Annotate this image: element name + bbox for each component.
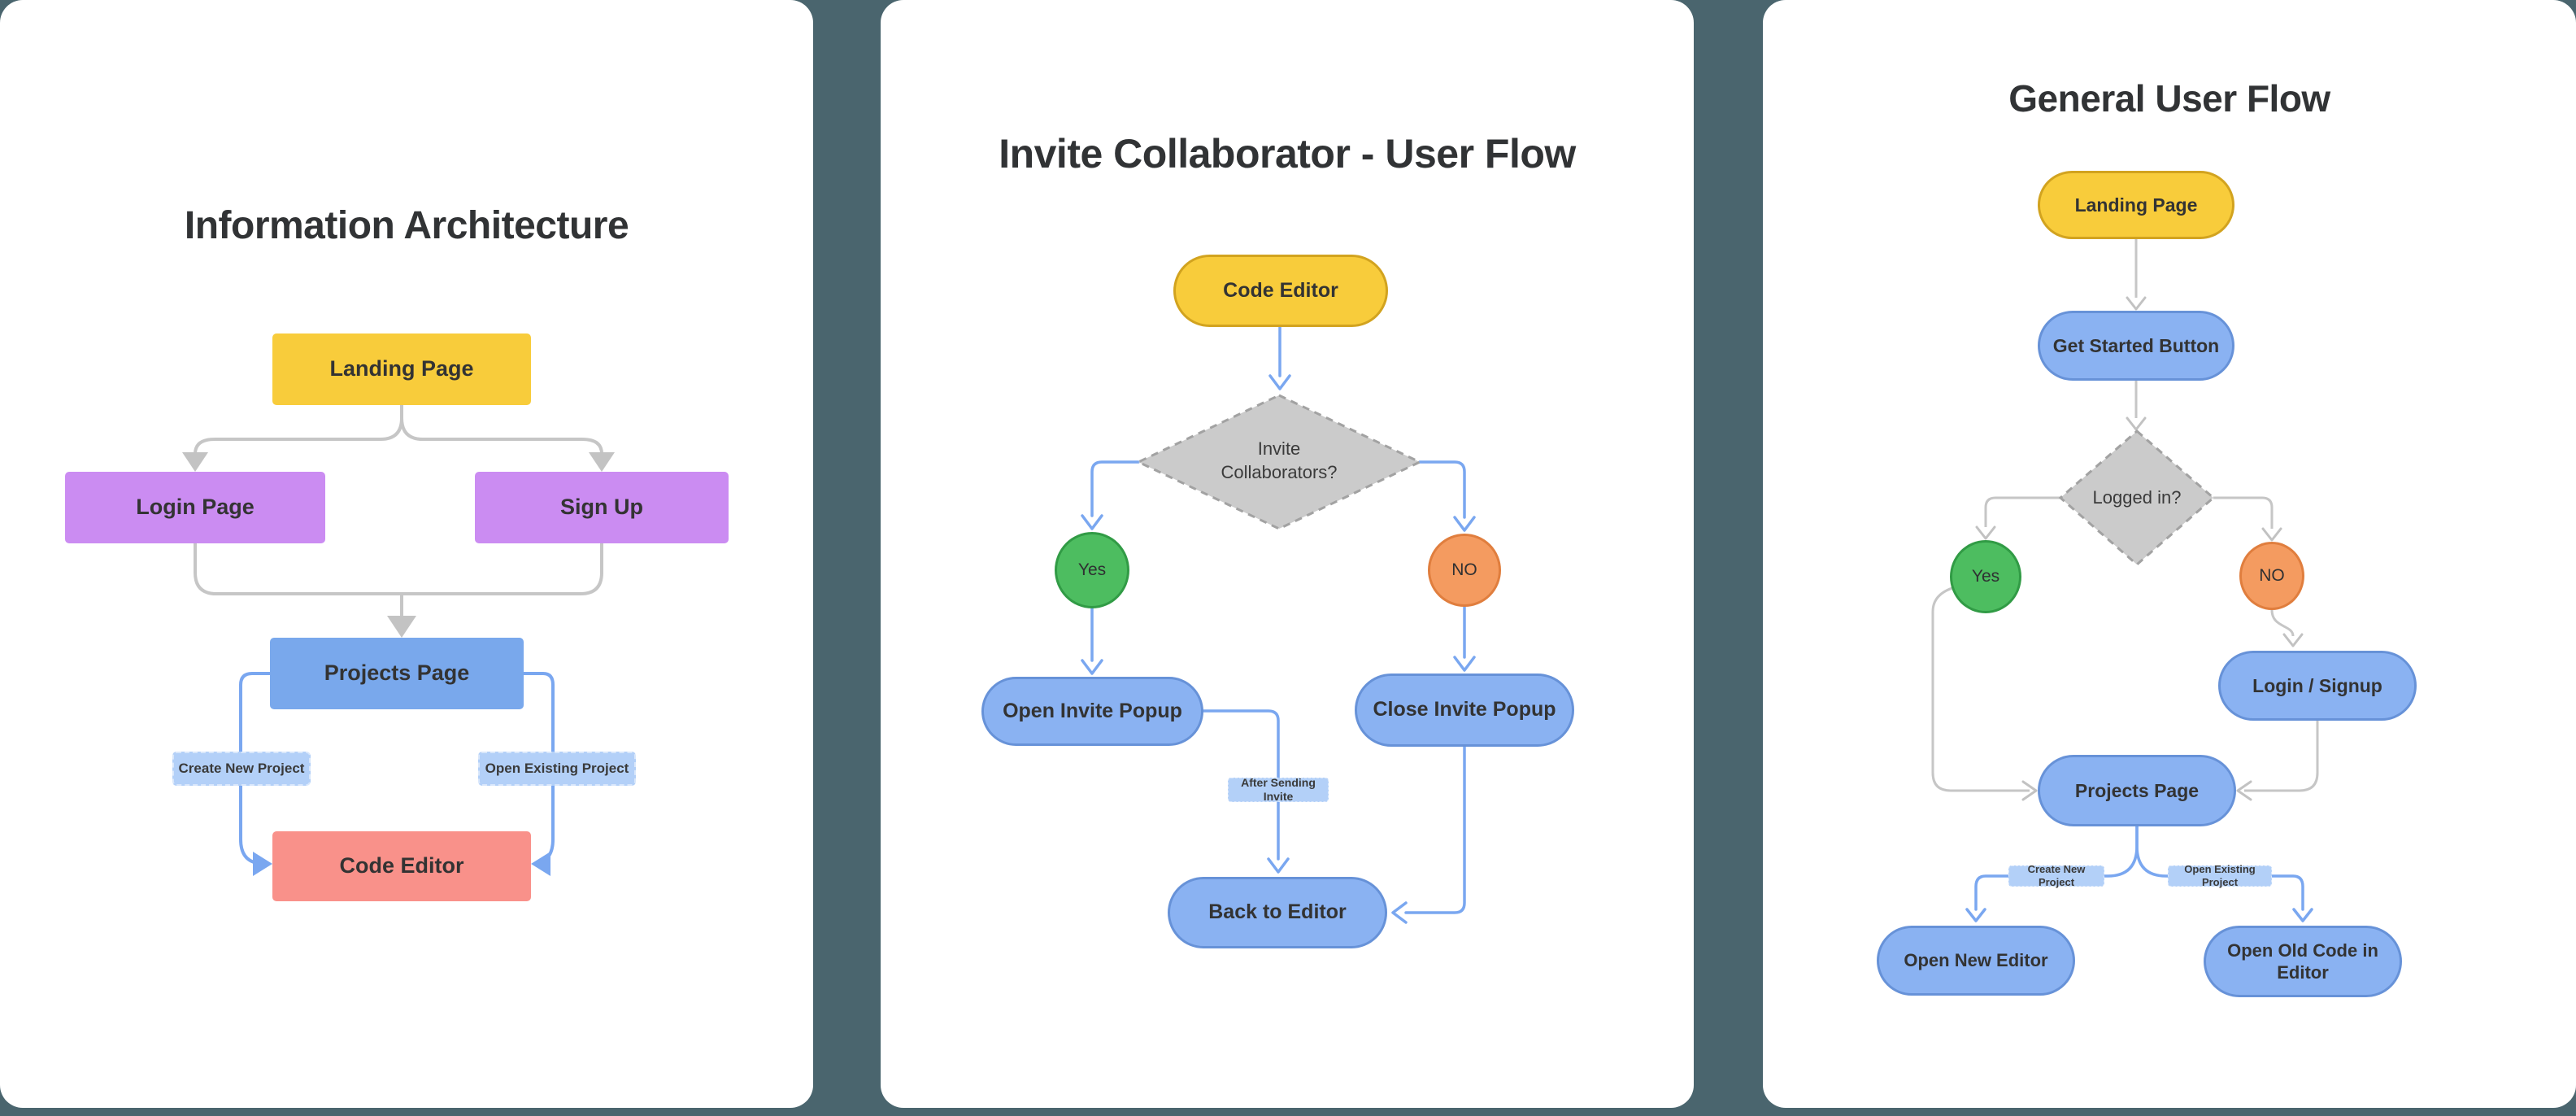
arrowhead-down bbox=[2292, 908, 2313, 922]
gray-connectors bbox=[182, 405, 615, 638]
node-open-new-editor[interactable]: Open New Editor bbox=[1877, 926, 2075, 996]
card-invite-collaborator-flow: Invite Collaborator - User Flow Code Edi… bbox=[881, 0, 1694, 1108]
arrowhead-down bbox=[182, 452, 208, 472]
node-open-invite-popup[interactable]: Open Invite Popup bbox=[981, 677, 1203, 746]
node-open-old-code-in-editor[interactable]: Open Old Code in Editor bbox=[2204, 926, 2402, 997]
node-get-started-button[interactable]: Get Started Button bbox=[2038, 311, 2234, 381]
node-back-to-editor[interactable]: Back to Editor bbox=[1168, 877, 1387, 948]
arrowhead-down bbox=[1453, 656, 1476, 672]
arrowhead-down bbox=[387, 616, 416, 638]
node-yes[interactable]: Yes bbox=[1950, 540, 2021, 613]
arrowhead-left bbox=[2236, 780, 2252, 801]
arrowhead-down bbox=[589, 452, 615, 472]
arrowhead-down bbox=[1267, 857, 1290, 874]
decision-diamond[interactable] bbox=[2058, 429, 2216, 566]
edge-label-open-existing-project[interactable]: Open Existing Project bbox=[478, 752, 636, 786]
node-landing-page[interactable]: Landing Page bbox=[2038, 171, 2234, 239]
blue-connectors bbox=[1965, 825, 2313, 922]
arrowhead-down bbox=[2126, 296, 2147, 311]
edge-label-create-new-project[interactable]: Create New Project bbox=[2008, 863, 2104, 888]
node-landing-page[interactable]: Landing Page bbox=[272, 333, 531, 405]
card-general-user-flow: General User Flow Landing Page Get Start… bbox=[1763, 0, 2576, 1108]
node-yes[interactable]: Yes bbox=[1055, 532, 1129, 608]
arrowhead-down bbox=[2261, 527, 2282, 542]
page-title: Invite Collaborator - User Flow bbox=[999, 131, 1576, 177]
node-projects-page[interactable]: Projects Page bbox=[270, 638, 524, 709]
page-title: Information Architecture bbox=[184, 204, 629, 247]
decision-text[interactable]: Logged in? bbox=[2092, 487, 2182, 508]
arrowhead-down bbox=[1453, 516, 1476, 532]
arrowhead-right bbox=[2021, 780, 2038, 801]
node-sign-up[interactable]: Sign Up bbox=[475, 472, 729, 543]
gray-connectors bbox=[1931, 239, 2319, 801]
card-information-architecture: Information Architecture Landing Page Lo… bbox=[0, 0, 813, 1108]
node-projects-page[interactable]: Projects Page bbox=[2038, 755, 2236, 826]
node-login-signup[interactable]: Login / Signup bbox=[2218, 651, 2417, 721]
arrowhead-down bbox=[1081, 659, 1103, 675]
arrowhead-down bbox=[2282, 633, 2304, 647]
node-code-editor[interactable]: Code Editor bbox=[272, 831, 531, 901]
connector-layer bbox=[182, 405, 615, 876]
page-title: General User Flow bbox=[2008, 77, 2330, 120]
edge-label-open-existing-project[interactable]: Open Existing Project bbox=[2168, 863, 2272, 888]
blue-connectors bbox=[239, 672, 555, 876]
arrowhead-right bbox=[253, 852, 272, 876]
blue-connectors bbox=[1081, 325, 1476, 924]
arrowhead-left bbox=[531, 852, 550, 876]
connector-layer bbox=[1081, 325, 1476, 924]
edge-label-after-sending-invite[interactable]: After Sending Invite bbox=[1228, 776, 1329, 803]
arrowhead-down bbox=[1965, 908, 1986, 922]
connector-layer bbox=[1931, 239, 2319, 922]
arrowhead-left bbox=[1391, 901, 1408, 924]
arrowhead-down bbox=[2126, 416, 2147, 431]
node-login-page[interactable]: Login Page bbox=[65, 472, 325, 543]
arrowhead-down bbox=[1081, 514, 1103, 530]
node-no[interactable]: NO bbox=[2239, 542, 2304, 610]
node-code-editor[interactable]: Code Editor bbox=[1173, 255, 1388, 327]
node-no[interactable]: NO bbox=[1428, 534, 1501, 607]
edge-label-create-new-project[interactable]: Create New Project bbox=[172, 752, 311, 786]
decision-text[interactable]: Invite Collaborators? bbox=[1221, 438, 1338, 482]
arrowhead-down bbox=[1268, 374, 1291, 390]
arrowhead-down bbox=[1975, 525, 1996, 540]
decision-diamond[interactable] bbox=[1135, 394, 1423, 530]
node-close-invite-popup[interactable]: Close Invite Popup bbox=[1355, 674, 1574, 747]
